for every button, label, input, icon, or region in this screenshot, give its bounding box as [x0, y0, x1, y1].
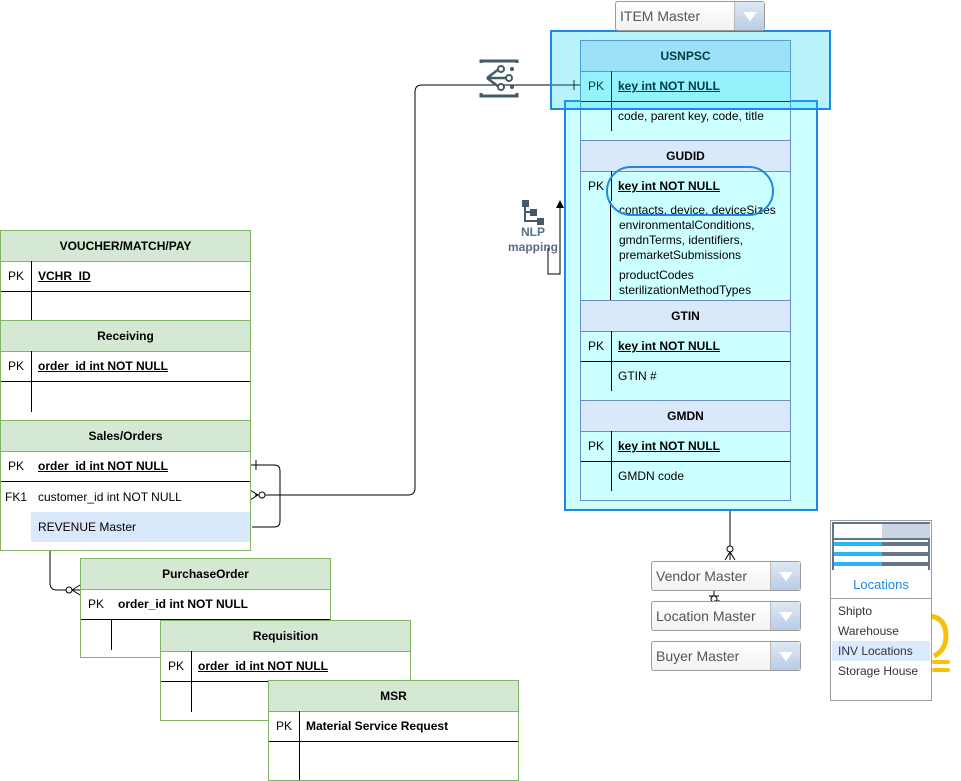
gmdn-table: GMDN PK key int NOT NULL GMDN code	[580, 400, 791, 501]
gtin-pk-row: PK key int NOT NULL	[581, 331, 790, 362]
locations-panel: Locations Shipto Warehouse INV Locations…	[830, 520, 932, 701]
usnpsc-detail-row: code, parent key, code, title	[581, 101, 790, 131]
gmdn-title: GMDN	[581, 401, 790, 432]
receiving-table: Receiving PK order_id int NOT NULL	[0, 320, 251, 422]
usnpsc-detail: code, parent key, code, title	[618, 109, 764, 123]
connector-sales-loop	[250, 464, 281, 528]
gudid-detail: contacts, device, deviceSizes environmen…	[619, 203, 776, 297]
gtin-table: GTIN PK key int NOT NULL GTIN #	[580, 300, 791, 401]
vendor-master-combo[interactable]: Vendor Master	[651, 561, 801, 591]
gudid-table: GUDID PK key int NOT NULL contacts, devi…	[580, 140, 791, 301]
locations-title: Locations	[831, 571, 931, 599]
gmdn-detail-row: GMDN code	[581, 461, 790, 491]
gtin-detail: GTIN #	[618, 369, 657, 383]
voucher-pk-field: VCHR_ID	[38, 269, 91, 283]
gmdn-detail: GMDN code	[618, 469, 685, 483]
chevron-down-icon[interactable]	[770, 562, 800, 590]
requisition-pk-field: order_id int NOT NULL	[198, 659, 328, 673]
connector-sales-to-purchase	[49, 551, 80, 591]
location-item[interactable]: Warehouse	[838, 624, 899, 638]
usnpsc-table: USNPSC PK key int NOT NULL code, parent …	[580, 40, 791, 141]
receiving-pk-row: PK order_id int NOT NULL	[1, 351, 250, 382]
voucher-table: VOUCHER/MATCH/PAY PK VCHR_ID	[0, 230, 251, 322]
revenue-master-row[interactable]: REVENUE Master	[31, 512, 250, 542]
usnpsc-title: USNPSC	[581, 41, 790, 72]
nlp-mapping-label: NLP mapping	[508, 225, 558, 254]
buyer-master-combo[interactable]: Buyer Master	[651, 641, 801, 671]
sales-fk-row: FK1 customer_id int NOT NULL	[1, 482, 250, 512]
buyer-master-label: Buyer Master	[656, 648, 740, 664]
gudid-key-highlight	[606, 166, 774, 216]
sales-orders-title: Sales/Orders	[1, 421, 250, 452]
chevron-down-icon[interactable]	[770, 602, 800, 630]
sales-orders-table: Sales/Orders PK order_id int NOT NULL FK…	[0, 420, 251, 551]
msr-pk-field: Material Service Request	[306, 719, 449, 733]
requisition-pk-row: PK order_id int NOT NULL	[161, 651, 410, 682]
nlp-arrow	[547, 206, 561, 275]
gtin-title: GTIN	[581, 301, 790, 332]
usnpsc-pk-row: PK key int NOT NULL	[581, 71, 790, 102]
nlp-mapping-icon	[522, 200, 544, 225]
pk-label: PK	[581, 71, 612, 101]
sales-fk-field: customer_id int NOT NULL	[38, 490, 182, 504]
bulb-icon	[929, 613, 950, 672]
location-master-label: Location Master	[656, 608, 756, 624]
msr-pk-row: PK Material Service Request	[269, 711, 518, 742]
sales-pk-field: order_id int NOT NULL	[38, 459, 168, 473]
sales-pk-row: PK order_id int NOT NULL	[1, 451, 250, 482]
location-item-selected[interactable]: INV Locations	[832, 641, 930, 661]
usnpsc-pk-field: key int NOT NULL	[618, 79, 721, 93]
location-item[interactable]: Shipto	[838, 604, 873, 618]
gtin-pk-field: key int NOT NULL	[618, 339, 721, 353]
purchase-order-title: PurchaseOrder	[81, 559, 330, 590]
voucher-pk-row: PK VCHR_ID	[1, 261, 250, 292]
pk-label: PK	[581, 331, 612, 361]
fk-label: FK1	[4, 490, 27, 504]
location-item[interactable]: Storage House	[838, 664, 919, 678]
receiving-pk-field: order_id int NOT NULL	[38, 359, 168, 373]
purchase-pk-row: PK order_id int NOT NULL	[81, 589, 330, 620]
pk-label: PK	[7, 459, 24, 473]
vendor-master-label: Vendor Master	[656, 568, 748, 584]
item-master-combo[interactable]: ITEM Master	[615, 1, 765, 31]
pk-label: PK	[87, 597, 104, 611]
location-master-combo[interactable]: Location Master	[651, 601, 801, 631]
gudid-pk-field: key int NOT NULL	[618, 179, 721, 193]
chevron-down-icon[interactable]	[734, 2, 764, 30]
chevron-down-icon[interactable]	[770, 642, 800, 670]
receiving-title: Receiving	[1, 321, 250, 352]
gtin-detail-row: GTIN #	[581, 361, 790, 391]
voucher-title: VOUCHER/MATCH/PAY	[1, 231, 250, 262]
item-master-label: ITEM Master	[620, 8, 701, 24]
msr-table: MSR PK Material Service Request	[268, 680, 519, 781]
pk-label: PK	[1, 261, 32, 291]
pk-label: PK	[161, 651, 192, 681]
gmdn-pk-row: PK key int NOT NULL	[581, 431, 790, 462]
usnpsc-selection	[550, 30, 831, 110]
requisition-title: Requisition	[161, 621, 410, 652]
purchase-pk-field: order_id int NOT NULL	[118, 597, 248, 611]
integration-icon[interactable]	[479, 59, 519, 99]
msr-title: MSR	[269, 681, 518, 712]
pk-label: PK	[1, 351, 32, 381]
pk-label: PK	[269, 711, 300, 741]
gmdn-pk-field: key int NOT NULL	[618, 439, 721, 453]
locations-header-graphic	[832, 522, 930, 572]
connector-sales-to-usnpsc	[255, 84, 580, 496]
pk-label: PK	[581, 431, 612, 461]
revenue-master-label: REVENUE Master	[38, 520, 137, 534]
